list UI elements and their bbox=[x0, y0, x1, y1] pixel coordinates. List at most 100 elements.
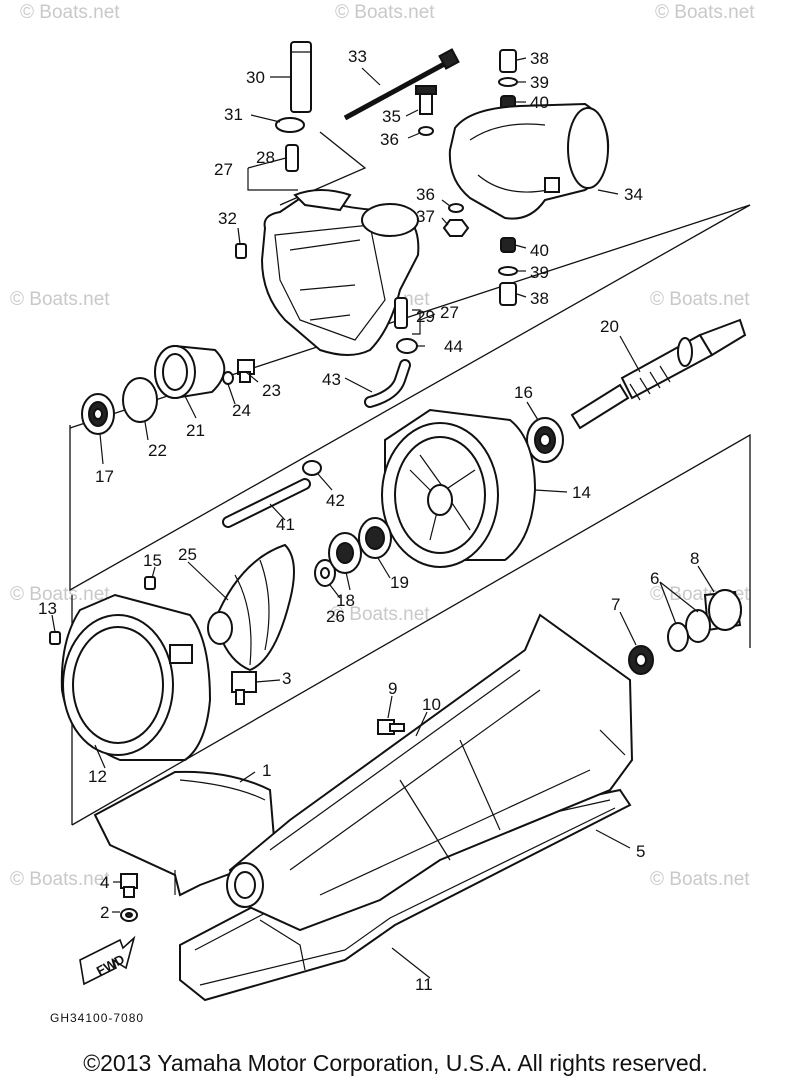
part-17-bearing-cap bbox=[81, 393, 115, 435]
part-2-washer bbox=[120, 908, 138, 922]
part-16-bearing bbox=[526, 417, 564, 463]
callout-27: 27 bbox=[214, 160, 233, 179]
part-32-pin bbox=[235, 243, 247, 259]
part-28-pin bbox=[285, 144, 299, 172]
leader-lines bbox=[51, 57, 715, 979]
callout-28: 28 bbox=[256, 148, 275, 167]
callout-2: 2 bbox=[100, 903, 109, 922]
callout-6: 6 bbox=[650, 569, 659, 588]
callout-39: 39 bbox=[530, 263, 549, 282]
callout-16: 16 bbox=[514, 383, 533, 402]
callout-29: 29 bbox=[416, 307, 435, 326]
part-5-pump-body bbox=[226, 613, 634, 971]
part-37-nut bbox=[442, 219, 470, 237]
callout-43: 43 bbox=[322, 370, 341, 389]
callout-15: 15 bbox=[143, 551, 162, 570]
part-20-drive-shaft bbox=[570, 318, 747, 430]
fwd-arrow: FWD bbox=[79, 935, 136, 986]
callout-21: 21 bbox=[186, 421, 205, 440]
callout-42: 42 bbox=[326, 491, 345, 510]
part-42-clamp bbox=[302, 460, 322, 476]
callout-33: 33 bbox=[348, 47, 367, 66]
part-6-collar bbox=[667, 609, 711, 652]
part-12-intake-housing bbox=[60, 593, 212, 761]
part-9-bolt bbox=[377, 719, 405, 735]
callout-4: 4 bbox=[100, 873, 109, 892]
part-38-39-40-stack-bottom bbox=[498, 237, 518, 306]
watermark-text: © Boats.net bbox=[10, 869, 110, 890]
part-31-clip bbox=[275, 117, 305, 133]
watermark-text: © Boats.net bbox=[650, 869, 750, 890]
exploded-parts-diagram: © Boats.net © Boats.net © Boats.net © Bo… bbox=[10, 2, 755, 1025]
callout-20: 20 bbox=[600, 317, 619, 336]
part-38-39-40-stack-top bbox=[498, 49, 518, 111]
callout-35: 35 bbox=[382, 107, 401, 126]
callout-38: 38 bbox=[530, 289, 549, 308]
part-29-pin bbox=[394, 297, 408, 329]
part-8-cap bbox=[703, 589, 742, 632]
callout-34: 34 bbox=[624, 185, 643, 204]
part-27-nozzle-housing bbox=[260, 189, 420, 356]
part-23-bolt bbox=[237, 359, 255, 383]
callout-22: 22 bbox=[148, 441, 167, 460]
callout-23: 23 bbox=[262, 381, 281, 400]
part-30-pin bbox=[290, 41, 312, 113]
watermark-text: © Boats.net bbox=[655, 2, 755, 23]
part-43-hose bbox=[364, 359, 411, 408]
callout-27: 27 bbox=[440, 303, 459, 322]
callout-32: 32 bbox=[218, 209, 237, 228]
callout-44: 44 bbox=[444, 337, 463, 356]
part-21-cap bbox=[154, 344, 226, 400]
copyright-notice: ©2013 Yamaha Motor Corporation, U.S.A. A… bbox=[83, 1050, 708, 1076]
callout-24: 24 bbox=[232, 401, 251, 420]
callout-9: 9 bbox=[388, 679, 397, 698]
part-35-fitting bbox=[415, 85, 437, 115]
watermark-text: © Boats.net bbox=[10, 289, 110, 310]
callout-36: 36 bbox=[416, 185, 435, 204]
part-25-impeller bbox=[207, 543, 295, 672]
part-26-washer bbox=[314, 559, 336, 587]
callout-40: 40 bbox=[530, 241, 549, 260]
callout-36: 36 bbox=[380, 130, 399, 149]
callout-1: 1 bbox=[262, 761, 271, 780]
part-22-o-ring bbox=[122, 377, 158, 423]
part-4-bolt bbox=[120, 873, 138, 898]
part-19-seal bbox=[358, 517, 392, 559]
watermark-text: © Boats.net bbox=[330, 604, 430, 625]
callout-25: 25 bbox=[178, 545, 197, 564]
callout-26: 26 bbox=[326, 607, 345, 626]
watermark-text: © Boats.net bbox=[650, 289, 750, 310]
diagram-code: GH34100-7080 bbox=[50, 1011, 144, 1025]
watermark-text: © Boats.net bbox=[20, 2, 120, 23]
callout-31: 31 bbox=[224, 105, 243, 124]
callout-40: 40 bbox=[530, 93, 549, 112]
part-1-cover bbox=[93, 770, 277, 897]
callout-8: 8 bbox=[690, 549, 699, 568]
callout-30: 30 bbox=[246, 68, 265, 87]
callout-38: 38 bbox=[530, 49, 549, 68]
callout-37: 37 bbox=[416, 207, 435, 226]
callout-12: 12 bbox=[88, 767, 107, 786]
callout-17: 17 bbox=[95, 467, 114, 486]
callout-18: 18 bbox=[336, 591, 355, 610]
watermark-text: © Boats.net bbox=[335, 2, 435, 23]
part-41-hose bbox=[222, 478, 311, 528]
watermark-text: © Boats.net bbox=[10, 584, 110, 605]
part-7-coupler bbox=[628, 645, 654, 675]
callout-14: 14 bbox=[572, 483, 591, 502]
callout-11: 11 bbox=[415, 975, 433, 994]
part-18-bearing bbox=[328, 532, 362, 574]
part-24-washer bbox=[222, 371, 234, 385]
callout-13: 13 bbox=[38, 599, 57, 618]
part-33-bolt bbox=[343, 48, 460, 121]
callout-10: 10 bbox=[422, 695, 441, 714]
callout-labels: 11 1 2 3 4 5 6 7 8 9 10 12 13 14 15 16 1… bbox=[38, 47, 699, 994]
part-13-pin bbox=[49, 631, 61, 645]
callout-5: 5 bbox=[636, 842, 645, 861]
part-14-impeller-housing bbox=[381, 408, 537, 568]
callout-39: 39 bbox=[530, 73, 549, 92]
part-36-washer bbox=[418, 126, 464, 213]
callout-3: 3 bbox=[282, 669, 291, 688]
part-3-sensor bbox=[231, 671, 257, 705]
callout-19: 19 bbox=[390, 573, 409, 592]
